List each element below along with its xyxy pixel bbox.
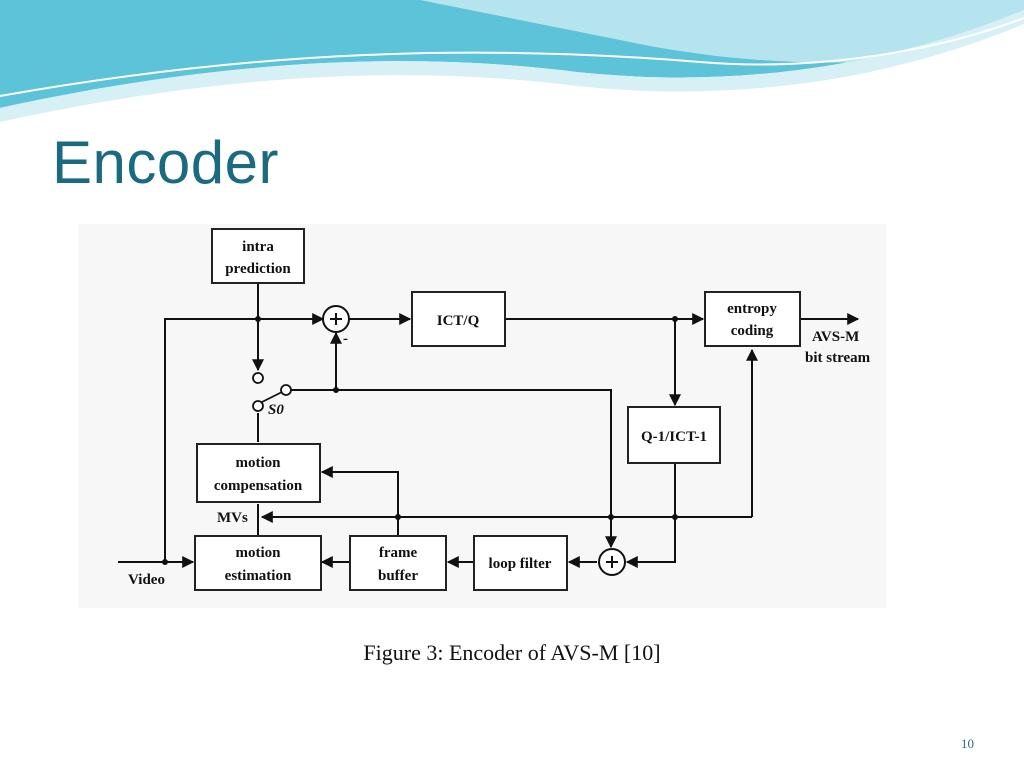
entropy-coding-line2: coding [731,323,774,339]
block-ict-q: ICT/Q [411,291,506,347]
intra-prediction-line1: intra [242,239,274,255]
block-entropy-coding: entropy coding [704,291,801,347]
switch-s0: S0 [252,372,292,418]
minus-label: - [343,331,348,347]
block-motion-compensation: motion compensation [196,443,321,503]
loop-filter-label: loop filter [489,556,552,572]
frame-buffer-line1: frame [379,545,418,561]
motion-compensation-line1: motion [236,455,282,471]
motion-estimation-line1: motion [236,545,282,561]
video-label: Video [128,572,165,588]
output-label-line2: bit stream [805,350,871,366]
inverse-q-ict-label: Q-1/ICT-1 [641,429,707,445]
connections [118,283,860,568]
page-number: 10 [961,736,974,751]
motion-compensation-line2: compensation [214,478,303,494]
block-loop-filter: loop filter [473,535,568,591]
block-intra-prediction: intra prediction [211,228,305,284]
block-inverse-q-ict: Q-1/ICT-1 [627,406,721,464]
block-motion-estimation: motion estimation [194,535,322,591]
switch-label: S0 [268,402,284,418]
motion-estimation-line2: estimation [225,568,292,584]
junction-dots [162,316,678,565]
block-frame-buffer: frame buffer [349,535,447,591]
intra-prediction-line2: prediction [225,261,291,277]
slide-title: Encoder [52,129,279,196]
entropy-coding-line1: entropy [727,301,777,317]
summer-bottom [598,548,626,576]
frame-buffer-line2: buffer [378,568,418,584]
output-label-line1: AVS-M [812,329,859,345]
ict-q-label: ICT/Q [437,313,480,329]
figure-caption: Figure 3: Encoder of AVS-M [10] [363,640,661,665]
summer-top [322,305,350,333]
mvs-label: MVs [217,510,248,526]
header-wave-decoration [0,0,1024,122]
